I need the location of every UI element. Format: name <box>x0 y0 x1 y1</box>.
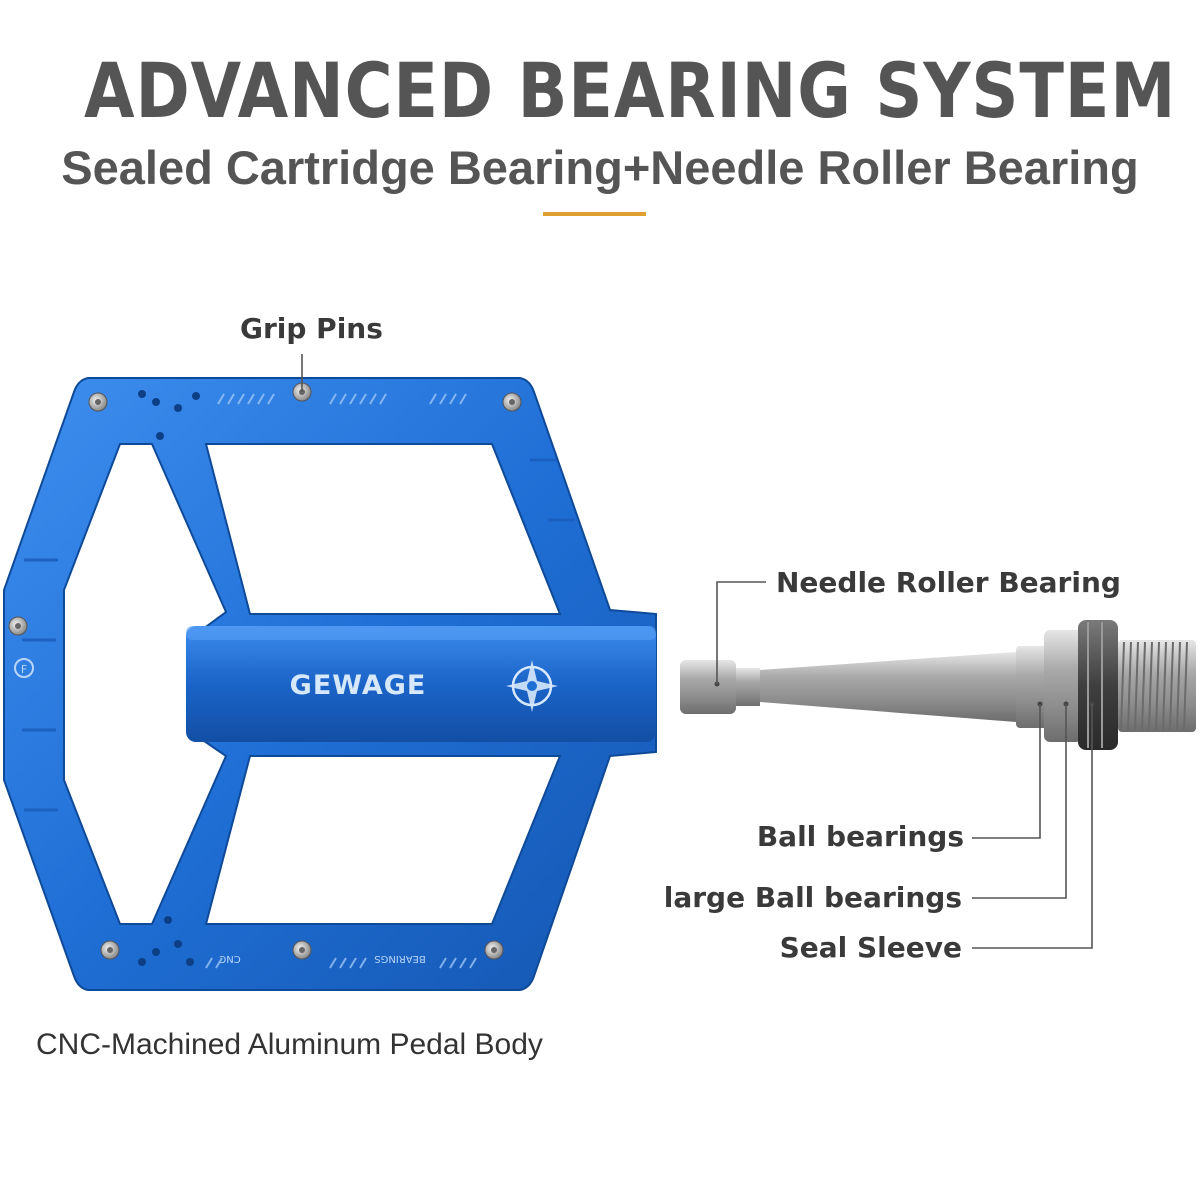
label-grip-pins: Grip Pins <box>240 312 383 345</box>
label-large-ball-bearings: large Ball bearings <box>663 881 962 914</box>
side-marker-letter: F <box>21 663 27 676</box>
spindle-housing <box>186 626 656 742</box>
subheadline: Sealed Cartridge Bearing+Needle Roller B… <box>61 141 1139 194</box>
headline: ADVANCED BEARING SYSTEM <box>84 46 1177 135</box>
grip-pin-icon <box>100 940 120 960</box>
label-needle-roller-bearing: Needle Roller Bearing <box>776 566 1121 599</box>
engraved-marks-top <box>217 393 467 405</box>
grip-pin-icon <box>8 616 28 636</box>
pedal-body: F GEWAGE BEARINGS CNC <box>3 377 657 991</box>
engraving-bearings: BEARINGS <box>374 953 426 964</box>
leader-lines <box>301 354 1093 949</box>
accent-rule <box>543 212 646 216</box>
leader-needle-roller <box>716 581 766 684</box>
grip-pin-icon <box>484 940 504 960</box>
pedal-body-caption: CNC-Machined Aluminum Pedal Body <box>36 1028 543 1061</box>
ball-bearing-housing <box>1016 646 1050 728</box>
engraving-cnc: CNC <box>219 953 240 964</box>
threaded-end <box>1118 640 1196 732</box>
grip-pin-icon <box>502 392 522 412</box>
frame-holes <box>138 390 200 966</box>
grip-pin-icon <box>88 392 108 412</box>
compass-star-logo-icon <box>506 660 558 712</box>
seal-sleeve <box>1078 620 1118 750</box>
pedal-spindle <box>680 620 1196 750</box>
large-ball-bearing <box>1044 630 1082 742</box>
leader-seal-sleeve <box>972 704 1093 949</box>
grip-pin-icon <box>292 940 312 960</box>
label-seal-sleeve: Seal Sleeve <box>779 931 962 964</box>
label-ball-bearings: Ball bearings <box>756 820 964 853</box>
leader-ball-bearings <box>972 704 1041 839</box>
side-marker-icon <box>14 658 34 678</box>
engraved-marks-bottom <box>205 957 477 969</box>
needle-bearing-cap <box>680 660 736 714</box>
grip-pins <box>8 382 522 960</box>
leader-large-ball <box>972 704 1067 899</box>
frame-ribs <box>22 458 574 912</box>
tapered-axle <box>760 652 1016 722</box>
brand-logo-text: GEWAGE <box>290 670 427 701</box>
